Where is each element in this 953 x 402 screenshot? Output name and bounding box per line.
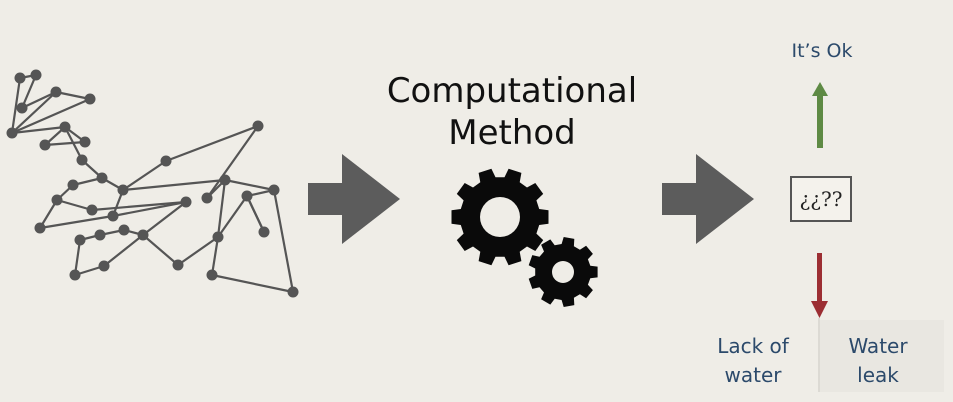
ok-label: It’s Ok [791,40,853,62]
graph-node [39,139,51,151]
graph-node [59,121,71,133]
graph-node [30,69,42,81]
graph-node [118,224,130,236]
graph-node [241,190,253,202]
graph-node [107,210,119,222]
graph-edge [10,125,67,135]
graph-edge [245,194,266,234]
graph-node [268,184,280,196]
gears-icon [451,168,598,307]
graph-edge [90,200,188,212]
graph-node [86,204,98,216]
leak-panel [820,320,944,392]
graph-edge [164,124,260,163]
leak-line1: Water [848,334,908,358]
graph-node [180,196,192,208]
graph-node [160,155,172,167]
graph-edge [10,90,58,135]
method-title-line1: Computational [386,71,638,111]
graph-edge [63,125,84,162]
graph-edge [43,140,87,147]
graph-node [172,259,184,271]
graph-edge [10,97,92,135]
graph-edge [272,188,295,294]
graph-edge [121,159,168,192]
graph-edge [121,178,227,192]
graph-edge [10,76,22,135]
graph-edge [141,233,180,267]
small-gear-icon [528,237,598,307]
graph-edge [216,194,249,239]
graph-node [67,179,79,191]
graph-edge [141,200,188,237]
graph-node [14,72,26,84]
input-arrow-icon [308,154,400,244]
method-title: Computational Method [372,70,652,154]
graph-node [76,154,88,166]
graph-edge [210,273,295,294]
graph-node [212,231,224,243]
graph-node [6,127,18,139]
graph-node [16,102,28,114]
leak-line2: leak [857,363,899,387]
ok-arrow-icon [812,82,828,148]
graph-edge [176,235,220,267]
graph-node [117,184,129,196]
unknown-result-box: ¿¿?? [790,176,852,222]
graph-node [51,194,63,206]
graph-edge [38,214,115,230]
output-arrow-icon [662,154,754,244]
lack-line1: Lack of [717,334,789,358]
lack-of-water-label: Lack of water [700,332,806,390]
lack-line2: water [724,363,782,387]
graph-edge [216,178,227,239]
graph-node [94,229,106,241]
method-title-line2: Method [448,113,576,153]
graph-edge [54,90,92,101]
graph-node [34,222,46,234]
graph-node [258,226,270,238]
graph-edge [111,200,188,218]
graph-node [206,269,218,281]
graph-edge [223,178,276,192]
graph-node [219,174,231,186]
graph-node [74,234,86,246]
graph-edge [210,235,220,277]
graph-node [96,172,108,184]
graph-node [287,286,299,298]
unknown-result-text: ¿¿?? [799,187,843,211]
graph-node [84,93,96,105]
graph-node [98,260,110,272]
graph-node [50,86,62,98]
graph-edge [102,233,145,268]
graph-node [79,136,91,148]
graph-node [69,269,81,281]
graph-edge [205,124,260,200]
graph-node [201,192,213,204]
graph-edge [73,238,82,277]
fail-arrow-icon [811,253,828,318]
graph-edge [20,73,38,110]
water-leak-label: Water leak [830,332,926,390]
graph-edge [55,198,94,212]
graph-edge [20,90,58,110]
large-gear-icon [451,168,549,266]
graph-node [137,229,149,241]
graph-node [252,120,264,132]
